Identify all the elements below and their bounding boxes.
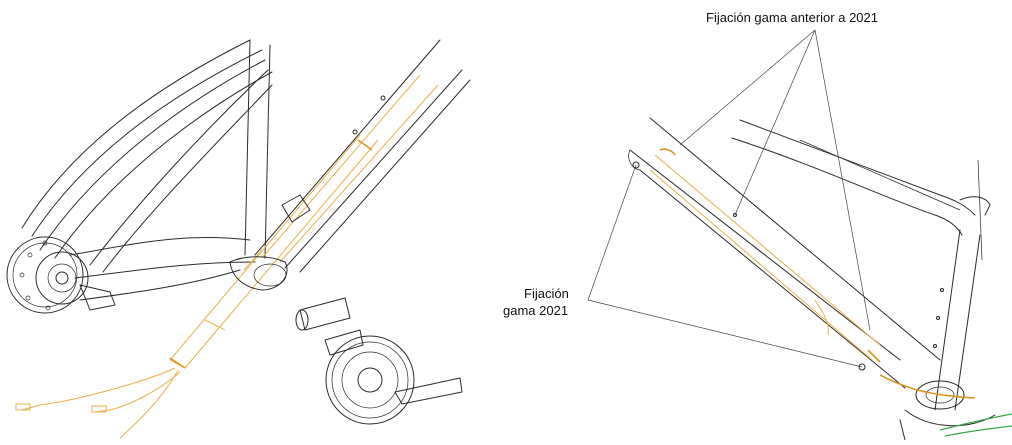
left-frame-view (6, 39, 471, 439)
callout-label-2021-line1: Fijación (524, 286, 569, 301)
callout-label-pre-2021: Fijación gama anterior a 2021 (706, 10, 878, 25)
right-frame-view (628, 117, 1012, 441)
callout-label-2021-line2: gama 2021 (503, 303, 569, 318)
mount-screw-top (632, 161, 640, 169)
rear-disc-holes (19, 240, 51, 311)
mount-screw-bottom (858, 363, 866, 371)
callout-leader-lines (587, 29, 871, 368)
